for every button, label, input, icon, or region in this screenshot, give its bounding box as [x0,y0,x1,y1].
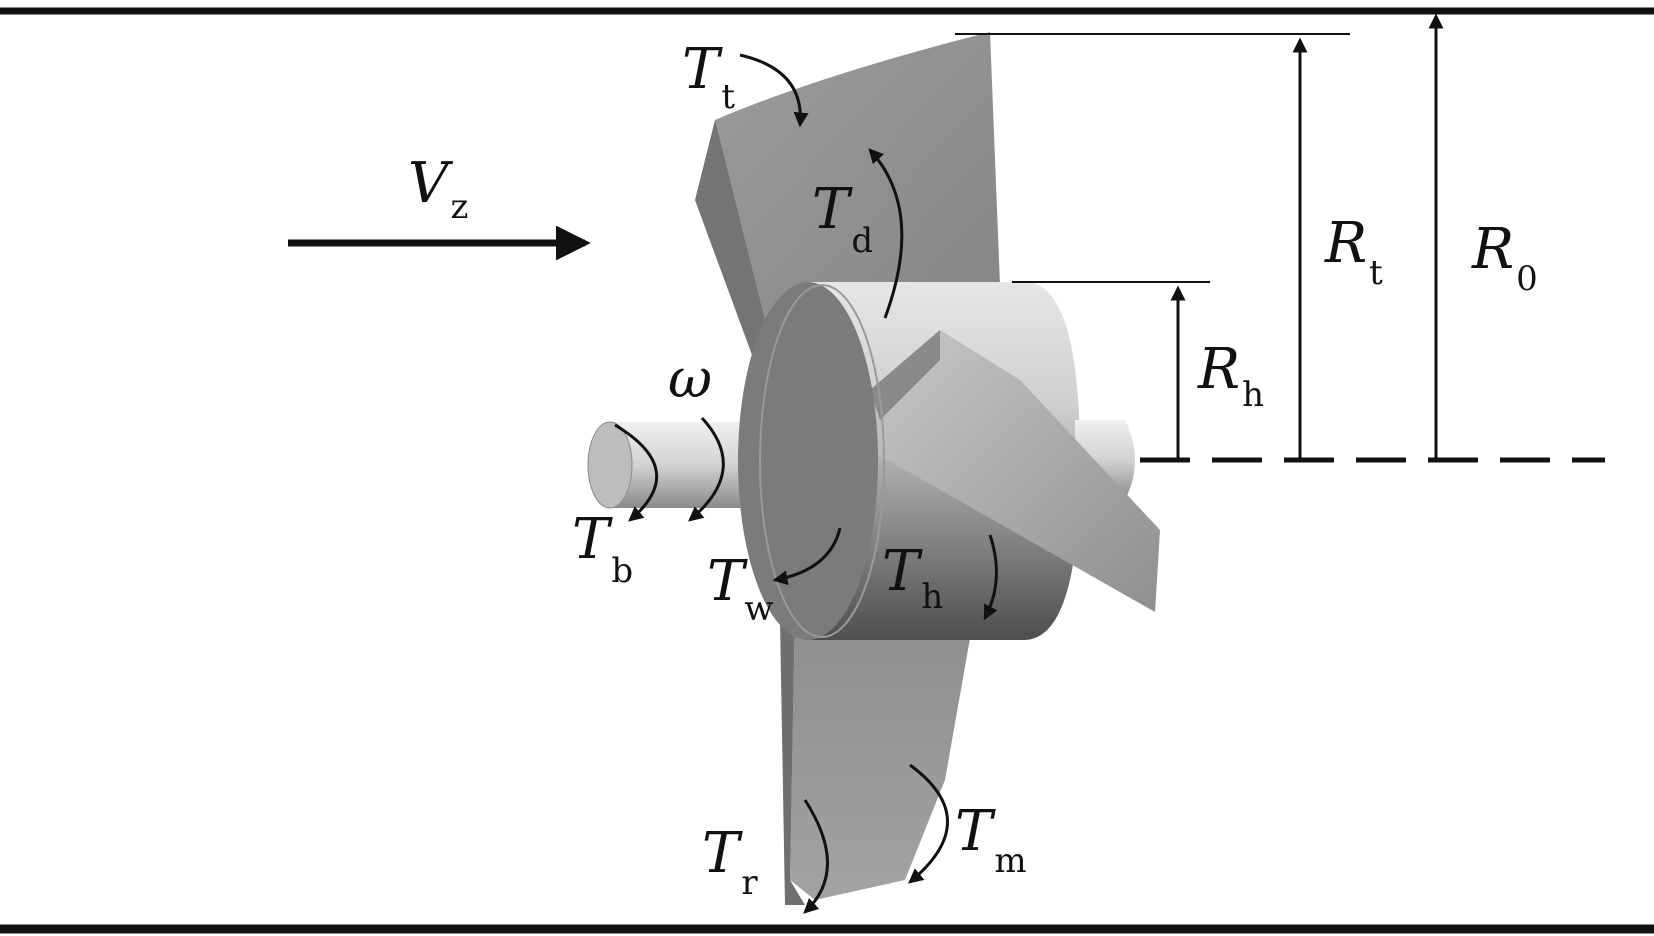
torque-tip-arrow [739,53,809,128]
tip-radius-label: Rt [1324,211,1383,293]
torque-tip-label: Tt [682,37,735,117]
upper-blade-edge [695,118,770,355]
lower-blade-edge [780,610,805,905]
torque-root-label: Tr [702,821,758,903]
torque-drag-arrow [868,148,904,319]
torque-magnetic-arrow [908,763,949,884]
torque-hub-arrow [983,534,998,621]
torque-wall-arrow [772,527,842,586]
rotor-illustration [587,32,1160,905]
shaft-left-end [587,421,633,509]
rotation-arrow [688,416,725,522]
torque-arrows [614,53,998,914]
torque-bearing-arrow [614,423,659,522]
torque-magnetic-label: Tm [955,799,1027,881]
torque-drag-label: Td [812,177,873,261]
pipe-radius-label: R0 [1471,217,1538,299]
side-blade [870,330,1160,612]
torque-hub-label: Th [882,539,943,617]
hub-radius-label: Rh [1197,337,1264,415]
torque-root-arrow [803,799,829,914]
lower-blade [790,610,975,900]
flow-velocity-label: Vz [408,151,468,227]
upper-blade [715,32,1000,340]
torque-wall-label: Tw [707,549,773,629]
hub-front-rim [759,284,885,638]
hub-front-disc [738,282,878,640]
side-blade-shadow [870,330,940,420]
torque-bearing-label: Tb [572,507,633,591]
rotation-label: ω [668,347,712,410]
dimension-lines [955,13,1444,460]
